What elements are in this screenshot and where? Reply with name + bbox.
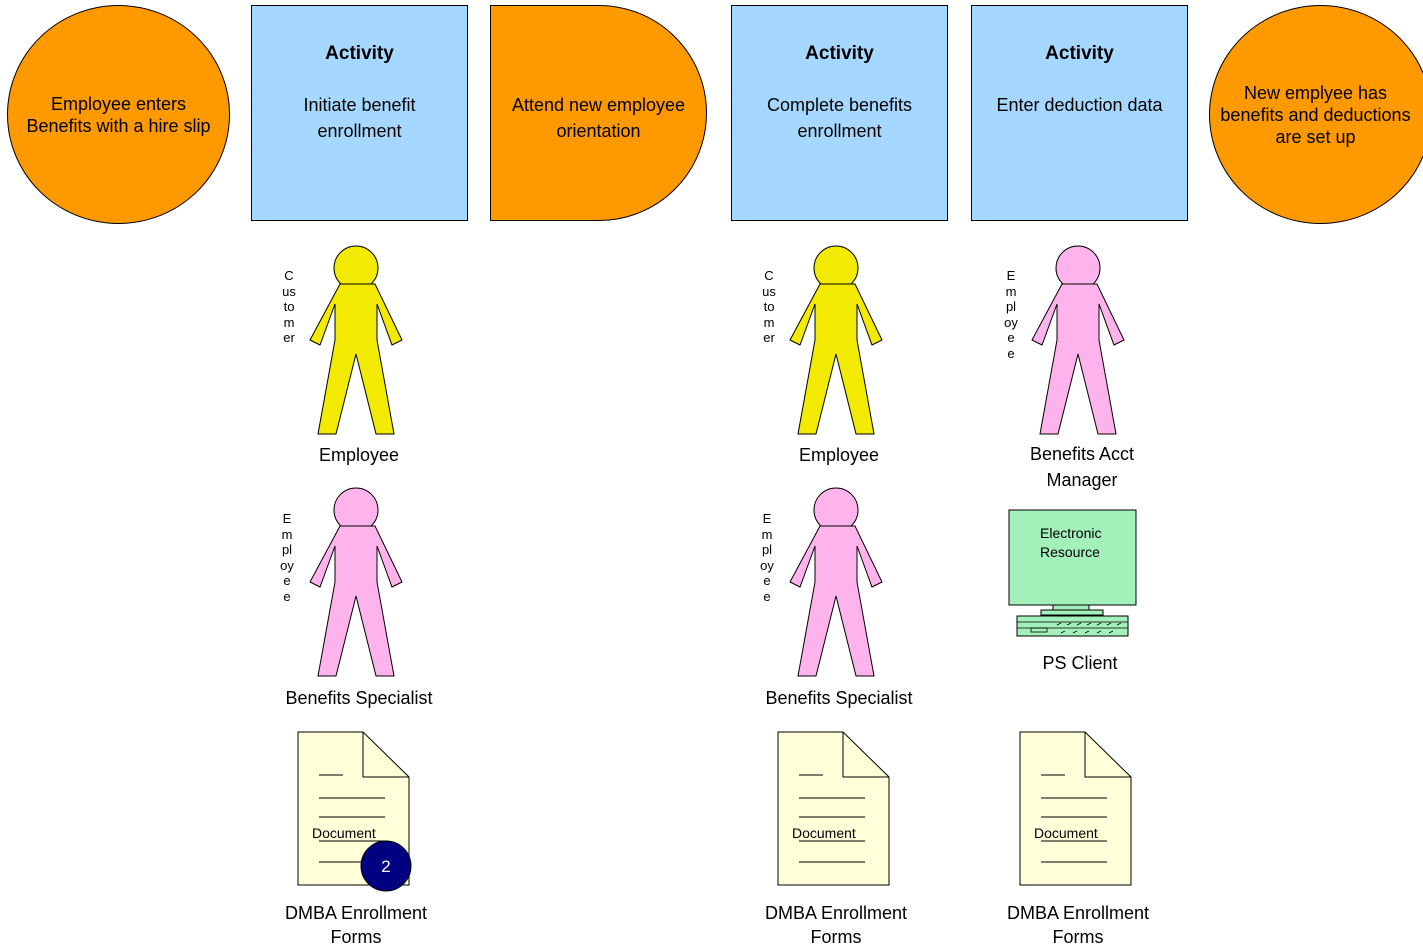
document-name-label: DMBA Enrollment Forms [284,903,428,947]
document-icon: Document [1019,731,1132,886]
document-name-label: DMBA Enrollment Forms [1006,903,1150,947]
activity-enter-deduction: Activity Enter deduction data [971,5,1188,221]
employee-name-label: Benefits Specialist [765,688,913,708]
employee-figure-icon [1031,245,1125,435]
computer-icon [1008,509,1137,637]
customer-role-label: Customer [282,268,296,345]
customer-figure-icon [309,245,403,435]
end-event-text: New emplyee has benefits and deductions … [1220,82,1411,147]
activity-title: Activity [805,43,874,64]
activity-text: Initiate benefit enrollment [303,95,416,141]
employee-figure-icon [789,487,883,677]
badge-number: 2 [381,857,390,876]
employee-role-label: Employee [1004,268,1018,361]
document-label: Document [792,825,856,841]
customer-name-label: Employee [318,445,400,465]
activity-title: Activity [1045,43,1114,64]
delay-orientation: Attend new employee orientation [490,5,707,221]
employee-name-label: Benefits Specialist [285,688,433,708]
employee-figure-icon [309,487,403,677]
document-icon: Document [777,731,890,886]
customer-name-label: Employee [798,445,880,465]
screen-label-text: Electronic Resource [1040,525,1102,560]
badge-2-icon: 2 [360,840,412,892]
customer-role-label: Customer [762,268,776,345]
start-event-circle: Employee enters Benefits with a hire sli… [7,5,230,224]
delay-text: Attend new employee orientation [511,95,686,141]
document-label: Document [312,825,376,841]
employee-name-label: Benefits Acct Manager [1029,444,1135,490]
end-event-circle: New emplyee has benefits and deductions … [1209,5,1423,224]
start-event-text: Employee enters Benefits with a hire sli… [26,93,211,136]
activity-initiate-enrollment: Activity Initiate benefit enrollment [251,5,468,221]
activity-text: Enter deduction data [996,95,1163,115]
document-label: Document [1034,825,1098,841]
document-name-label: DMBA Enrollment Forms [764,903,908,947]
customer-figure-icon [789,245,883,435]
employee-role-label: Employee [760,511,774,604]
employee-role-label: Employee [280,511,294,604]
activity-complete-enrollment: Activity Complete benefits enrollment [731,5,948,221]
activity-title: Activity [325,43,394,64]
computer-name-label: PS Client [1042,653,1118,673]
activity-text: Complete benefits enrollment [766,95,913,141]
